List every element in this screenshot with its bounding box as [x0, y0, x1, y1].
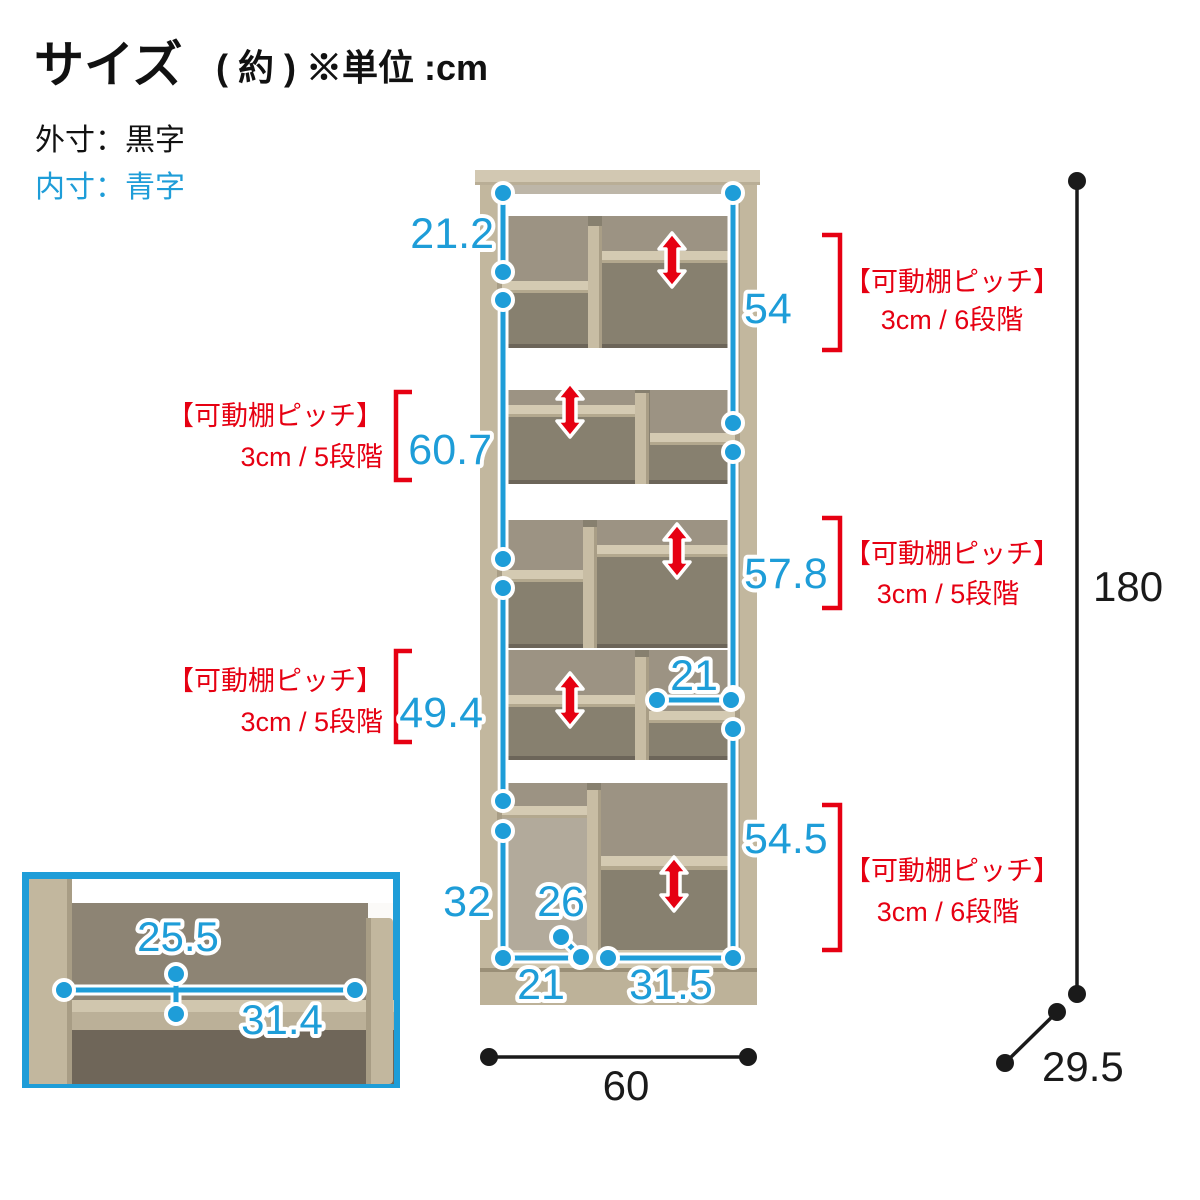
inset-shelf-top — [72, 1000, 394, 1012]
adjustable-arrow-icon — [659, 855, 689, 913]
shelf-board-edge — [650, 442, 735, 445]
dimension-points — [491, 181, 745, 970]
header: サイズ ( 約 ) ※単位 :cm 外寸：黒字 内寸：青字 — [34, 37, 488, 204]
legend-outer-dimensions: 外寸：黒字 — [35, 124, 185, 157]
pitch-bracket-lower-right — [822, 802, 843, 953]
shelf-pitch-annotations: 【可動棚ピッチ】 3cm / 6段階 【可動棚ピッチ】 3cm / 5段階 【可… — [167, 232, 1060, 953]
module-3 — [502, 520, 735, 648]
shelf-board-edge — [502, 290, 588, 293]
left-side-post — [480, 185, 502, 975]
module-shadow — [502, 480, 735, 484]
depth-dimension-line — [1003, 1010, 1059, 1065]
pitch-label: 【可動棚ピッチ】 — [167, 401, 383, 431]
back-panel-upper — [502, 783, 587, 806]
inset-shelf-front — [72, 1012, 394, 1030]
inset-width-label: 31.4 — [241, 996, 323, 1043]
open-compartment — [502, 818, 587, 950]
inset-back-panel — [72, 903, 368, 1000]
inner-dimension-lines: 21.2 54 60.7 57.8 49.4 21 54.5 32 26 21 … — [395, 181, 832, 1013]
shelf-divider-edge — [594, 527, 597, 648]
dim-label-upper-right: 54 — [744, 285, 792, 333]
shelf-divider — [587, 790, 601, 950]
adjustable-arrow-icon — [555, 671, 585, 729]
adjustable-shelf-arrows — [555, 231, 692, 913]
page-title: サイズ — [34, 37, 183, 93]
back-panel-upper — [502, 520, 583, 570]
module-1 — [502, 216, 735, 348]
module-shadow — [502, 344, 735, 348]
width-dimension-label: 60 — [603, 1062, 650, 1109]
base-edge — [480, 968, 757, 972]
pitch-label: 【可動棚ピッチ】 — [844, 539, 1060, 569]
module-shadow — [502, 644, 735, 648]
module-2 — [502, 390, 735, 484]
inset-detail-box: 25.5 31.4 — [22, 872, 400, 1088]
dim-label-bottom-left: 21 — [517, 961, 565, 1009]
shelf-divider-edge — [598, 790, 601, 950]
adjustable-arrow-icon — [657, 231, 687, 289]
shelf-board-edge — [502, 579, 583, 582]
dim-label-top-left: 21.2 — [410, 210, 494, 258]
shelf-illustration — [475, 170, 760, 1005]
shelf-divider — [583, 527, 597, 648]
pitch-bracket-upper-left — [393, 389, 412, 483]
shelf-board-edge — [502, 815, 587, 818]
depth-dimension-label: 29.5 — [1042, 1043, 1124, 1090]
dim-label-bottom-right: 31.5 — [629, 961, 713, 1009]
dim-label-lower-right: 54.5 — [744, 815, 828, 863]
pitch-value: 3cm / 5段階 — [240, 707, 383, 737]
shelf-divider-edge — [646, 393, 649, 484]
page-title-suffix: ( 約 ) ※単位 :cm — [216, 47, 488, 88]
base-kickboard — [480, 968, 757, 1005]
pitch-value: 3cm / 6段階 — [877, 897, 1020, 927]
inset-top-gap — [29, 879, 393, 903]
inset-photo — [29, 879, 394, 1084]
pitch-label: 【可動棚ピッチ】 — [844, 856, 1060, 886]
pitch-value: 3cm / 6段階 — [881, 305, 1024, 335]
top-panel — [475, 170, 760, 185]
shelf-board-edge — [597, 554, 735, 557]
inset-right-post-edge — [366, 918, 371, 1084]
pitch-label: 【可動棚ピッチ】 — [844, 267, 1060, 297]
outer-dimension-lines: 180 60 29.5 — [480, 172, 1163, 1109]
back-top-strip — [502, 185, 735, 194]
height-dimension-label: 180 — [1093, 563, 1163, 610]
shelf-board-edge — [649, 720, 735, 723]
legend-inner-dimensions: 内寸：青字 — [35, 171, 185, 204]
top-panel-edge — [475, 182, 760, 185]
back-panel-upper — [502, 216, 588, 281]
pitch-bracket-lower-left — [393, 648, 412, 745]
dim-label-upper-left: 60.7 — [408, 426, 492, 474]
pitch-value: 3cm / 5段階 — [877, 579, 1020, 609]
dim-label-middle-right: 57.8 — [744, 550, 828, 598]
pitch-bracket-middle-right — [822, 515, 843, 611]
adjustable-arrow-icon — [555, 381, 585, 439]
dim-label-shelf-width: 21 — [670, 652, 718, 700]
shelf-divider — [635, 657, 649, 760]
dim-label-lower-left: 32 — [443, 878, 491, 926]
back-panel-upper — [650, 390, 735, 433]
module-shadow — [502, 756, 735, 760]
back-panel-upper — [601, 783, 735, 856]
inset-under-shelf — [72, 1030, 394, 1084]
pitch-bracket-upper-right — [822, 232, 843, 353]
right-side-post — [735, 185, 757, 975]
pitch-label: 【可動棚ピッチ】 — [167, 666, 383, 696]
shelf-divider — [588, 226, 602, 348]
pitch-value: 3cm / 5段階 — [240, 442, 383, 472]
inset-right-post — [366, 918, 393, 1084]
shelf-divider-edge — [646, 657, 649, 760]
dim-label-lower-center: 26 — [537, 878, 585, 926]
inset-depth-label: 25.5 — [137, 913, 219, 960]
adjustable-arrow-icon — [662, 522, 692, 580]
shelf-divider — [635, 393, 649, 484]
dim-label-middle-left: 49.4 — [399, 689, 483, 737]
shelf-divider-edge — [599, 226, 602, 348]
